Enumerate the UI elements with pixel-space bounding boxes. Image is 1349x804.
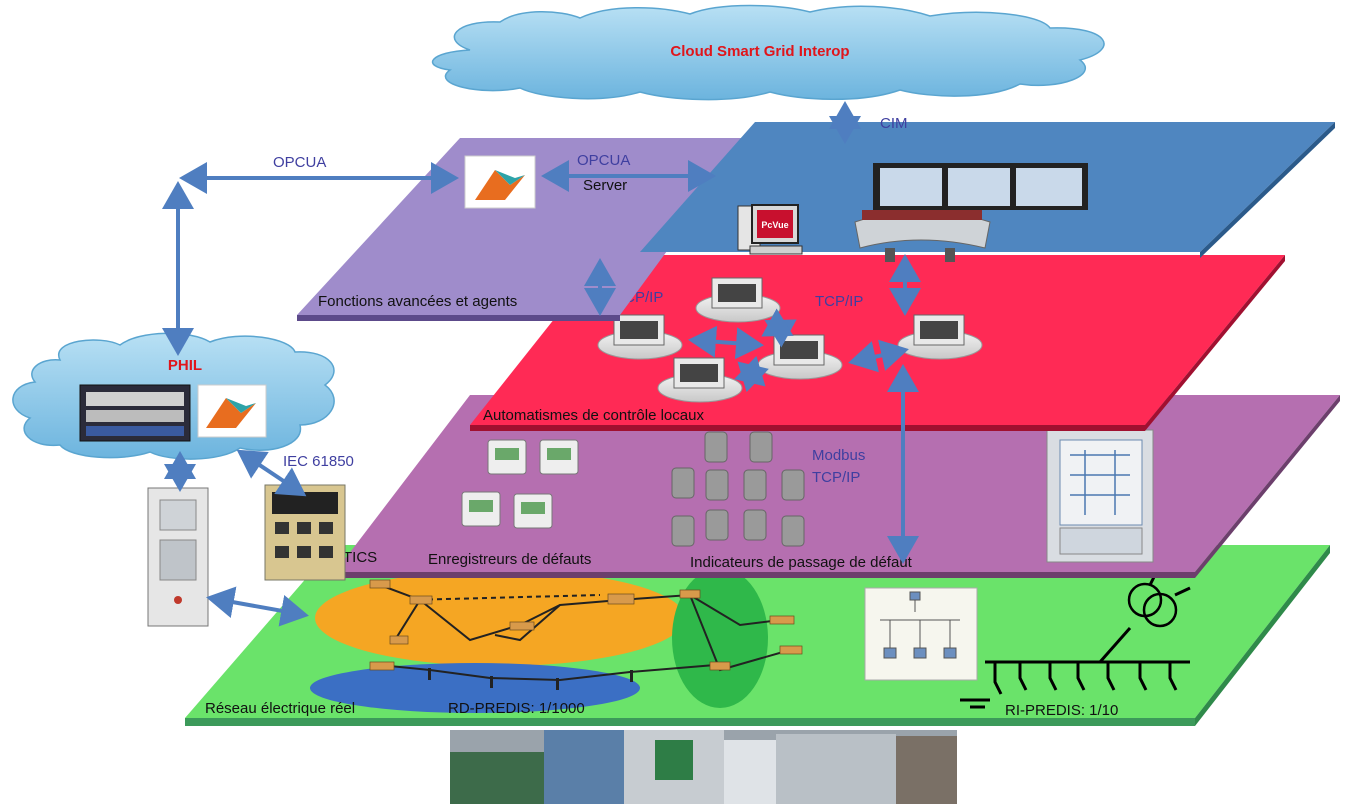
label-modbus: Modbus (812, 447, 865, 464)
label-modbus-tcpip: TCP/IP (812, 469, 860, 486)
label-automation: Automatismes de contrôle locaux (483, 407, 704, 424)
rtds-rack (79, 384, 191, 442)
iec61850-cabinet (264, 484, 346, 581)
pcvue-computer: PcVue (737, 204, 803, 255)
matlab-icon (464, 155, 536, 209)
phil-title: PHIL (168, 357, 202, 374)
label-fault-indicators: Indicateurs de passage de défaut (690, 554, 913, 571)
blue-zone (310, 663, 640, 713)
label-tics: TICS (343, 549, 377, 566)
label-rd-predis: RD-PREDIS: 1/1000 (448, 700, 585, 717)
cloud-title: Cloud Smart Grid Interop (670, 43, 849, 60)
layer-grid: Réseau électrique réel RD-PREDIS: 1/1000… (185, 545, 1330, 726)
label-ri-predis: RI-PREDIS: 1/10 (1005, 702, 1118, 719)
label-grid: Réseau électrique réel (205, 700, 355, 717)
video-wall (873, 163, 1088, 210)
pcvue-label: PcVue (761, 220, 788, 230)
layer-tics: TICS Enregistreurs de défauts Indicateur… (335, 395, 1340, 578)
control-cabinet-photo (1046, 429, 1154, 563)
network-nodes (369, 579, 803, 671)
layer-scada: PcVue CIM (640, 115, 1335, 262)
label-recorders: Enregistreurs de défauts (428, 551, 591, 568)
lab-photo-strip (450, 730, 957, 804)
label-server: Server (583, 177, 627, 194)
connection-arrows (162, 101, 921, 627)
label-iec: IEC 61850 (283, 453, 354, 470)
green-zone (672, 568, 768, 708)
label-opcua-server: OPCUA (577, 152, 630, 169)
fault-recorders (461, 439, 579, 529)
cloud-shape (431, 4, 1105, 101)
phil-cloud: PHIL (12, 332, 335, 460)
label-cim: CIM (880, 115, 908, 132)
arrow-iec61850 (236, 449, 307, 497)
label-tcpip-right: TCP/IP (815, 293, 863, 310)
arrow-amplifier-grid (206, 586, 309, 627)
power-amplifier (147, 487, 209, 627)
control-desk (854, 210, 991, 262)
poles (428, 668, 633, 690)
label-advanced: Fonctions avancées et agents (318, 293, 517, 310)
cloud-smart-grid: Cloud Smart Grid Interop (431, 4, 1105, 101)
label-opcua-left: OPCUA (273, 154, 326, 171)
schematic-thumbnail (864, 587, 978, 681)
fault-indicators (671, 431, 805, 547)
matlab-icon-phil (197, 384, 267, 438)
